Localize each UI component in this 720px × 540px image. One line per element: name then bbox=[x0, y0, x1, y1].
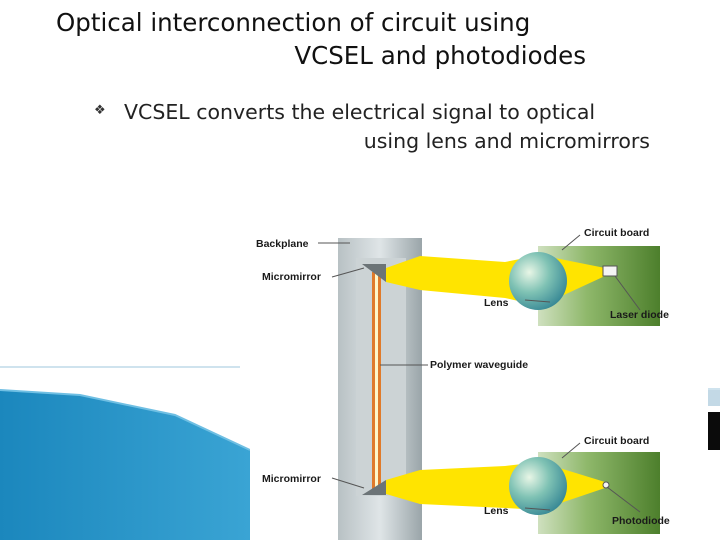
label-lens-bottom: Lens bbox=[484, 505, 509, 517]
label-backplane: Backplane bbox=[256, 238, 309, 250]
waveguide-core-left bbox=[372, 272, 375, 494]
bullet-line-2: using lens and micromirrors bbox=[363, 129, 650, 153]
waveguide-core-right bbox=[378, 272, 381, 494]
light-beam-top bbox=[386, 255, 540, 306]
title-line-1: Optical interconnection of circuit using bbox=[56, 8, 531, 37]
diamond-bullet-icon: ❖ bbox=[94, 103, 106, 118]
lens-bottom bbox=[509, 457, 567, 515]
slide-title: Optical interconnection of circuit using… bbox=[56, 6, 586, 72]
label-micromirror-top: Micromirror bbox=[262, 271, 321, 283]
title-line-2: VCSEL and photodiodes bbox=[294, 41, 586, 70]
photodiode bbox=[602, 481, 610, 489]
label-circuit-board-top: Circuit board bbox=[584, 227, 649, 239]
label-polymer-waveguide: Polymer waveguide bbox=[430, 359, 528, 371]
label-photodiode: Photodiode bbox=[612, 515, 670, 527]
leader-lines bbox=[318, 234, 641, 513]
label-micromirror-bottom: Micromirror bbox=[262, 473, 321, 485]
label-circuit-board-bottom: Circuit board bbox=[584, 435, 649, 447]
label-lens-top: Lens bbox=[484, 297, 509, 309]
laser-diode bbox=[602, 265, 618, 277]
bullet-text: VCSEL converts the electrical signal to … bbox=[124, 98, 650, 156]
waveguide-light bbox=[375, 272, 378, 494]
lens-top bbox=[509, 252, 567, 310]
micromirror-top bbox=[362, 264, 386, 282]
light-beam-bottom bbox=[386, 462, 540, 510]
micromirror-bottom bbox=[362, 480, 386, 495]
bullet-line-1: VCSEL converts the electrical signal to … bbox=[124, 100, 596, 124]
label-laser-diode: Laser diode bbox=[610, 309, 669, 321]
